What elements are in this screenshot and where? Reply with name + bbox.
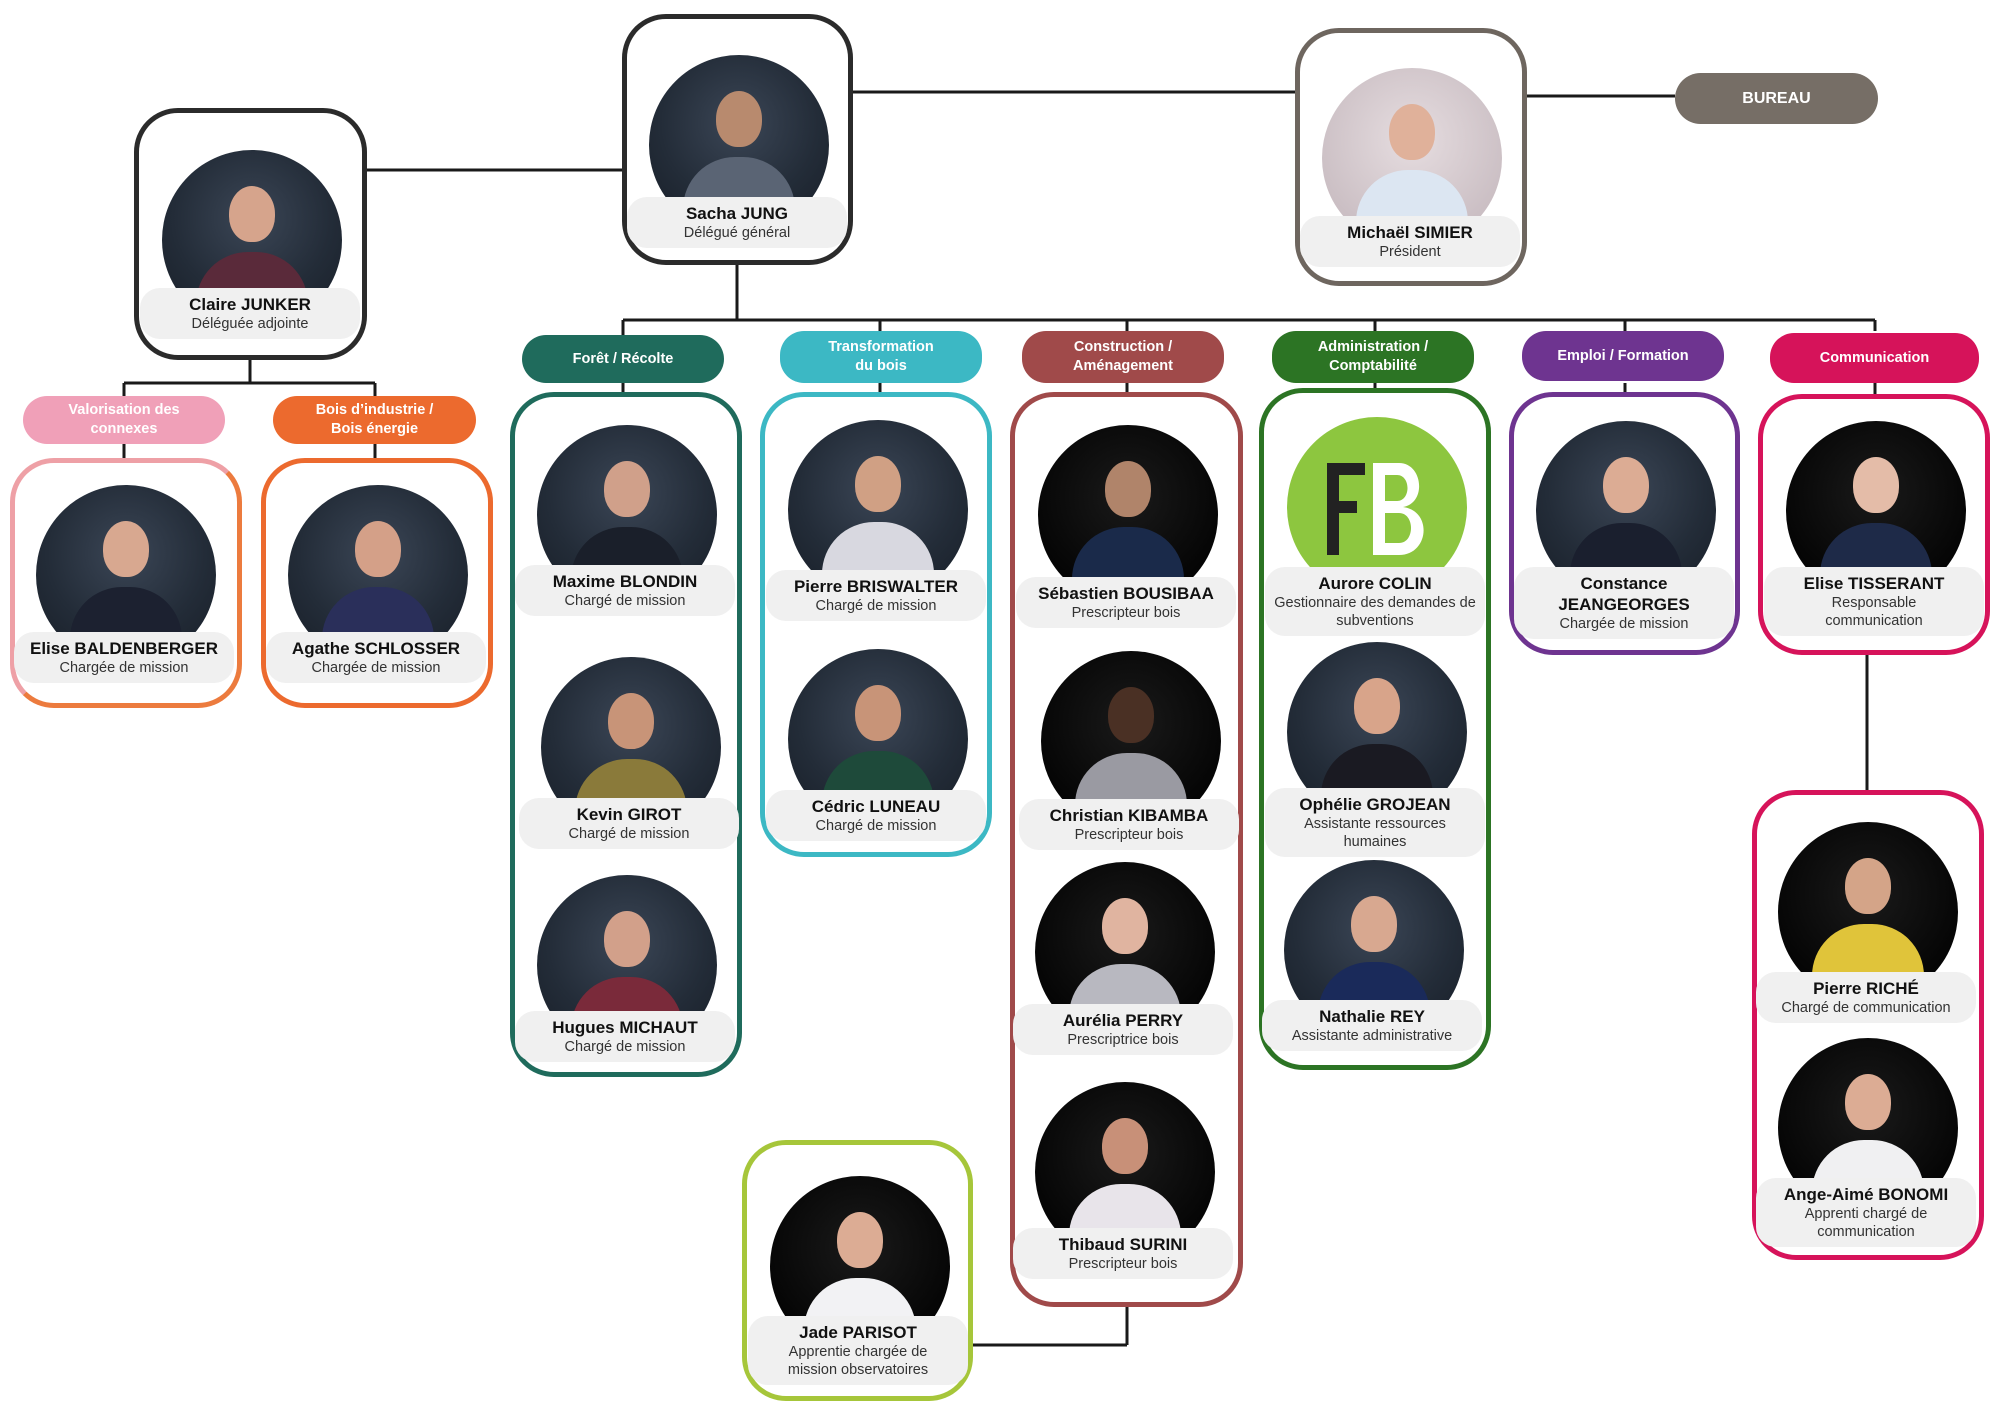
person-name: Christian KIBAMBA	[1049, 806, 1209, 825]
person-name: Michaël SIMIER	[1347, 223, 1473, 242]
person-label: Aurélia PERRY Prescriptrice bois	[1013, 1004, 1233, 1055]
person-role: Assistante administrative	[1291, 1028, 1453, 1044]
person-role: Chargé de mission	[568, 826, 690, 842]
person-label: Christian KIBAMBA Prescripteur bois	[1019, 799, 1239, 850]
person-role: Responsable communication	[1825, 595, 1923, 629]
person-label: Elise TISSERANT Responsable communicatio…	[1764, 567, 1984, 636]
dept-foret-recolte: Forêt / Récolte	[522, 335, 724, 383]
dept-label: Valorisation des connexes	[68, 402, 180, 437]
person-role: Prescripteur bois	[1068, 1256, 1178, 1272]
dept-label: Construction / Aménagement	[1073, 339, 1173, 374]
person-name: Jade PARISOT	[799, 1323, 917, 1342]
person-name: Agathe SCHLOSSER	[291, 639, 461, 658]
person-label: Ange-Aimé BONOMI Apprenti chargé de comm…	[1756, 1178, 1976, 1247]
person-name: Aurore COLIN	[1318, 574, 1432, 593]
person-role: Chargé de mission	[564, 593, 686, 609]
person-label: Hugues MICHAUT Chargé de mission	[515, 1011, 735, 1062]
dept-communication: Communication	[1770, 333, 1979, 383]
person-name: Ange-Aimé BONOMI	[1783, 1185, 1949, 1204]
dept-label: Forêt / Récolte	[572, 350, 674, 367]
person-label: Constance JEANGEORGES Chargée de mission	[1514, 567, 1734, 639]
dept-transformation-bois: Transformation du bois	[780, 331, 982, 383]
dept-administration-comptabilite: Administration / Comptabilité	[1272, 331, 1474, 383]
dept-label: Bois d’industrie / Bois énergie	[315, 402, 434, 437]
person-name: Hugues MICHAUT	[552, 1018, 698, 1037]
person-label: Jade PARISOT Apprentie chargée de missio…	[748, 1316, 968, 1385]
person-name: Elise TISSERANT	[1803, 574, 1945, 593]
person-label: Maxime BLONDIN Chargé de mission	[515, 565, 735, 616]
person-role: Chargée de mission	[59, 660, 189, 676]
person-label: Aurore COLIN Gestionnaire des demandes d…	[1265, 567, 1485, 636]
person-role: Délégué général	[683, 225, 791, 241]
person-name: Maxime BLONDIN	[552, 572, 698, 591]
person-role: Président	[1379, 244, 1441, 260]
dept-label: Administration / Comptabilité	[1317, 339, 1429, 374]
person-label: Ophélie GROJEAN Assistante ressources hu…	[1265, 788, 1485, 857]
person-role: Apprenti chargé de communication	[1804, 1206, 1928, 1240]
person-name: Cédric LUNEAU	[811, 797, 941, 816]
person-label: Pierre BRISWALTER Chargé de mission	[766, 570, 986, 621]
person-role: Apprentie chargée de mission observatoir…	[787, 1344, 929, 1378]
person-label: Sébastien BOUSIBAA Prescripteur bois	[1016, 577, 1236, 628]
person-role: Gestionnaire des demandes de subventions	[1274, 595, 1476, 629]
bureau-label: BUREAU	[1742, 90, 1811, 107]
person-role: Chargé de communication	[1781, 1000, 1951, 1016]
person-label: Sacha JUNG Délégué général	[627, 197, 847, 248]
person-role: Prescripteur bois	[1074, 827, 1184, 843]
person-role: Déléguée adjointe	[191, 316, 309, 332]
person-name: Pierre RICHÉ	[1813, 979, 1919, 998]
person-name: Nathalie REY	[1319, 1007, 1425, 1026]
dept-bois-industrie-energie: Bois d’industrie / Bois énergie	[273, 396, 476, 444]
person-label: Cédric LUNEAU Chargé de mission	[766, 790, 986, 841]
person-label: Agathe SCHLOSSER Chargée de mission	[266, 632, 486, 683]
person-role: Chargé de mission	[564, 1039, 686, 1055]
bureau-badge: BUREAU	[1675, 73, 1878, 124]
person-label: Michaël SIMIER Président	[1300, 216, 1520, 267]
person-label: Pierre RICHÉ Chargé de communication	[1756, 972, 1976, 1023]
person-label: Elise BALDENBERGER Chargée de mission	[14, 632, 234, 683]
person-name: Pierre BRISWALTER	[793, 577, 959, 596]
person-name: Thibaud SURINI	[1058, 1235, 1188, 1254]
dept-construction-amenagement: Construction / Aménagement	[1022, 331, 1224, 383]
dept-label: Emploi / Formation	[1557, 347, 1689, 364]
dept-emploi-formation: Emploi / Formation	[1522, 331, 1724, 381]
person-role: Prescripteur bois	[1071, 605, 1181, 621]
person-role: Chargée de mission	[311, 660, 441, 676]
person-label: Thibaud SURINI Prescripteur bois	[1013, 1228, 1233, 1279]
person-role: Prescriptrice bois	[1067, 1032, 1179, 1048]
person-role: Assistante ressources humaines	[1304, 816, 1446, 850]
person-name: Ophélie GROJEAN	[1299, 795, 1451, 814]
person-name: Constance JEANGEORGES	[1558, 574, 1690, 614]
person-label: Nathalie REY Assistante administrative	[1262, 1000, 1482, 1051]
dept-label: Transformation du bois	[828, 339, 934, 374]
person-role: Chargé de mission	[815, 818, 937, 834]
person-name: Elise BALDENBERGER	[30, 639, 218, 658]
person-name: Kevin GIROT	[576, 805, 682, 824]
dept-label: Communication	[1819, 349, 1930, 366]
person-role: Chargée de mission	[1559, 616, 1689, 632]
dept-valorisation-connexes: Valorisation des connexes	[23, 396, 225, 444]
person-name: Sacha JUNG	[685, 204, 789, 223]
person-role: Chargé de mission	[815, 598, 937, 614]
person-name: Sébastien BOUSIBAA	[1038, 584, 1214, 603]
person-label: Kevin GIROT Chargé de mission	[519, 798, 739, 849]
person-name: Aurélia PERRY	[1062, 1011, 1184, 1030]
person-label: Claire JUNKER Déléguée adjointe	[140, 288, 360, 339]
person-name: Claire JUNKER	[189, 295, 311, 314]
